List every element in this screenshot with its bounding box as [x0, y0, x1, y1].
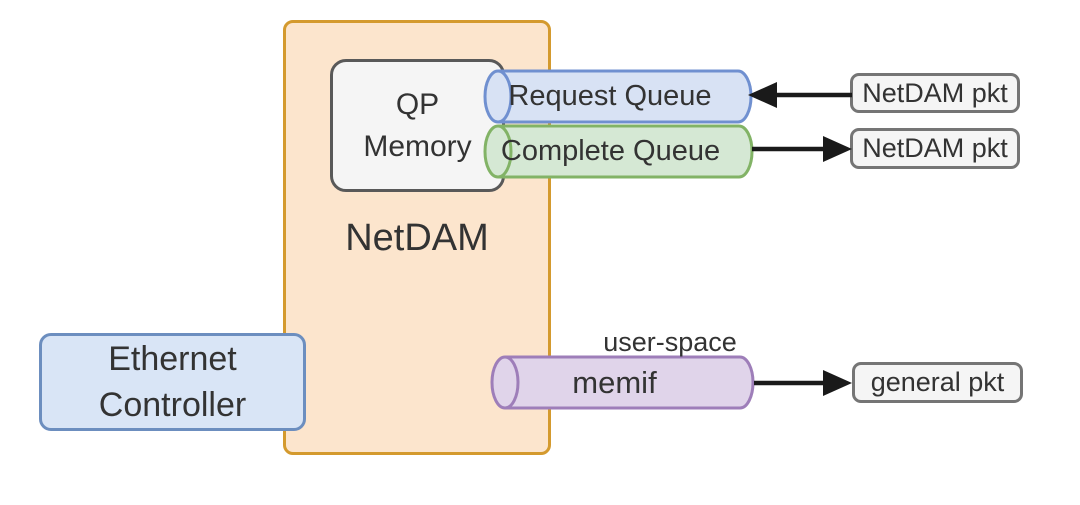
cylinder-shape-icon: [490, 355, 755, 410]
memif-label: memif: [572, 364, 657, 400]
ethernet-controller-label: Ethernet Controller: [98, 340, 247, 424]
cylinder-shape-icon: [483, 69, 753, 124]
qp-memory-box: QP Memory: [330, 59, 505, 192]
request-queue-label: Request Queue: [508, 80, 712, 112]
netdam-pkt-in-box: NetDAM pkt: [850, 73, 1020, 113]
complete-queue-label: Complete Queue: [500, 135, 721, 167]
user-space-annotation: user-space: [603, 326, 737, 357]
general-pkt-label: general pkt: [870, 367, 1005, 397]
netdam-pkt-in-label: NetDAM pkt: [862, 77, 1008, 108]
netdam-label: NetDAM: [345, 216, 489, 259]
complete-queue-cylinder: Complete Queue: [483, 124, 754, 179]
memif-cylinder: memif: [490, 355, 755, 410]
request-queue-cylinder: Request Queue: [483, 69, 753, 124]
qp-memory-label: QP Memory: [363, 87, 472, 163]
cylinder-shape-icon: [483, 124, 754, 179]
ethernet-controller-box: Ethernet Controller: [39, 333, 306, 431]
netdam-pkt-out-label: NetDAM pkt: [862, 133, 1008, 163]
general-pkt-box: general pkt: [852, 362, 1023, 403]
arrow-netdam-pkt-to-request-queue: [748, 82, 852, 108]
netdam-pkt-out-box: NetDAM pkt: [850, 128, 1020, 169]
arrow-complete-queue-to-netdam-pkt: [752, 136, 852, 162]
arrow-memif-to-general-pkt: [754, 370, 852, 396]
